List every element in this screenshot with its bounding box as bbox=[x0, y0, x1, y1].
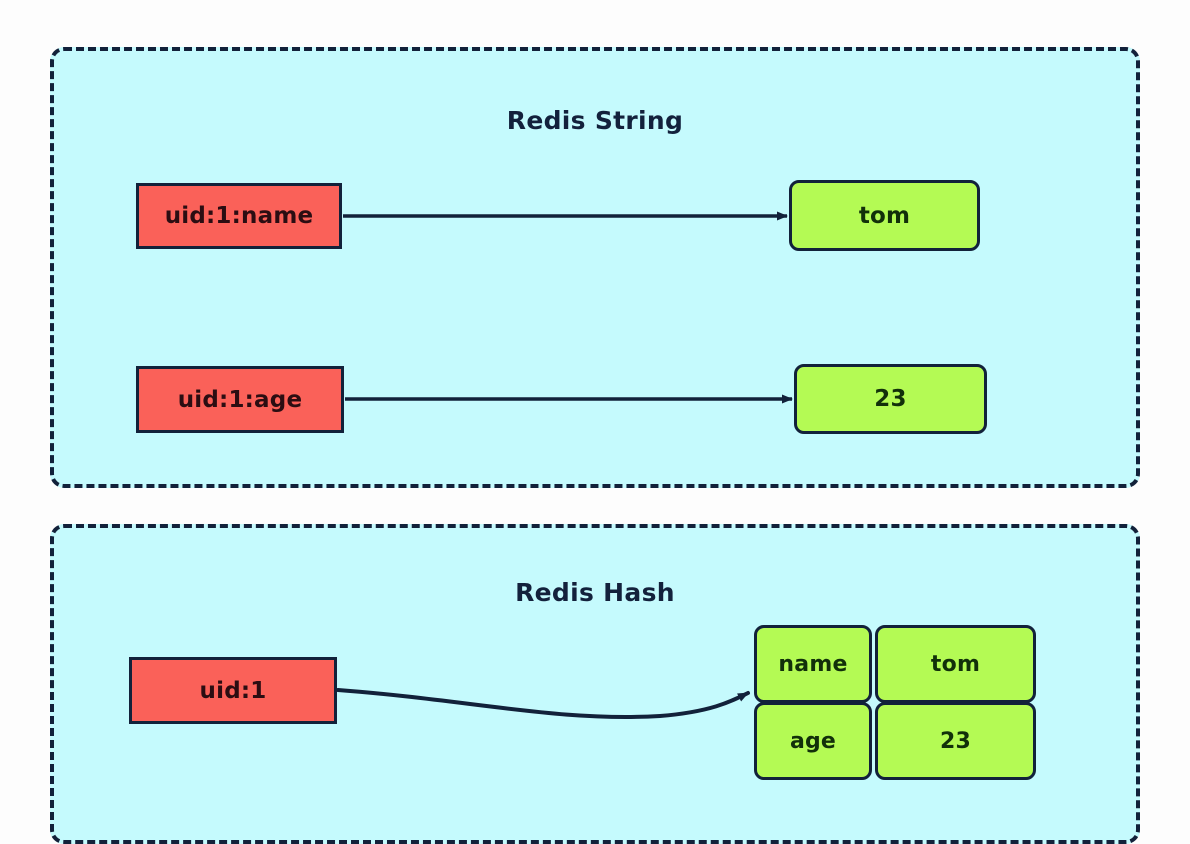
key-box-uid-1-name: uid:1:name bbox=[136, 183, 342, 249]
value-box-23-string: 23 bbox=[794, 364, 987, 434]
diagram-canvas: Redis String uid:1:name tom uid:1:age 23… bbox=[50, 47, 1140, 844]
hash-field-name: name bbox=[754, 625, 872, 703]
hash-field-age: age bbox=[754, 702, 872, 780]
panel-title-redis-hash: Redis Hash bbox=[515, 578, 675, 607]
key-box-uid-1: uid:1 bbox=[129, 657, 337, 724]
value-box-tom-string: tom bbox=[789, 180, 980, 251]
hash-value-23: 23 bbox=[875, 702, 1036, 780]
panel-title-redis-string: Redis String bbox=[506, 106, 684, 135]
hash-value-tom: tom bbox=[875, 625, 1036, 703]
key-box-uid-1-age: uid:1:age bbox=[136, 366, 344, 433]
